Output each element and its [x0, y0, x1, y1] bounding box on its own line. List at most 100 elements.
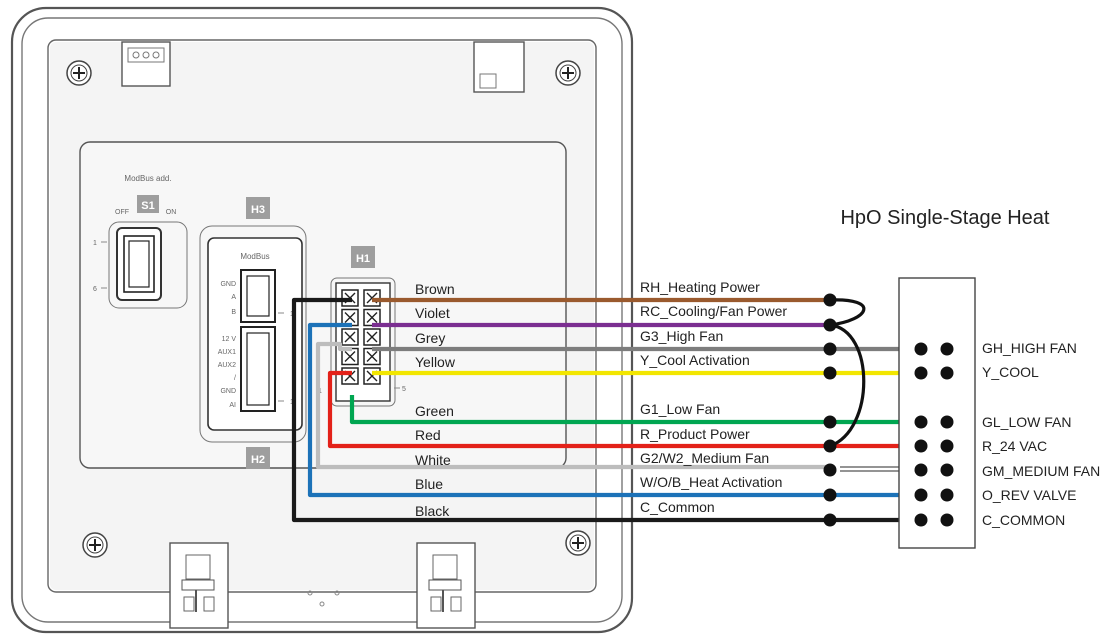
wire-end-dot [823, 415, 837, 429]
switch-off-label: OFF [115, 209, 129, 216]
screw-top-right-icon [555, 60, 581, 86]
board-terminal-dot [914, 415, 928, 429]
signal-label-wob: W/O/B_Heat Activation [640, 474, 782, 490]
wire-green [349, 395, 830, 425]
h3-pin-12v-label: 12 V [222, 336, 237, 343]
signal-label-g3: G3_High Fan [640, 328, 723, 344]
switch-pos-6-label: 6 [93, 286, 97, 293]
switch-pos-1-label: 1 [93, 240, 97, 247]
signal-label-c: C_Common [640, 499, 715, 515]
h3-pin-aux1-label: AUX1 [218, 349, 236, 356]
h1-pin-number-5: 5 [402, 386, 406, 393]
wire-end-dot [823, 513, 837, 527]
terminal-label-o-rev-valve: O_REV VALVE [982, 487, 1076, 503]
wire-color-label-white: White [415, 452, 451, 468]
wires-layer [291, 293, 920, 527]
h3-pin-gnd2-label: GND [220, 388, 236, 395]
screw-bottom-right-icon [565, 530, 591, 556]
wire-end-dot [823, 366, 837, 380]
h3-pin-b-label: B [231, 309, 236, 316]
terminal-label-gl-low-fan: GL_LOW FAN [982, 414, 1071, 430]
board-terminal-dot [914, 463, 928, 477]
board-terminal-dot [940, 488, 954, 502]
h3-header-label: H3 [251, 204, 265, 216]
signal-label-y: Y_Cool Activation [640, 352, 750, 368]
diagram-title: HpO Single-Stage Heat [840, 207, 1049, 229]
terminal-label-c-common: C_COMMON [982, 512, 1065, 528]
h3-pin-a-label: A [231, 294, 236, 301]
signal-label-rc: RC_Cooling/Fan Power [640, 303, 787, 319]
board-terminal-dot [940, 342, 954, 356]
h1-terminal-screw-icon [344, 312, 356, 323]
s1-switch-block: ModBus add. S1 OFF ON 1 6 [93, 174, 188, 309]
thermostat-back-plate: ModBus add. S1 OFF ON 1 6 H3 ModBus GND [10, 6, 634, 634]
signal-label-g1: G1_Low Fan [640, 401, 720, 417]
h1-terminal-screw-icon [344, 331, 356, 343]
wire-color-label-yellow: Yellow [415, 354, 456, 370]
wire-color-label-brown: Brown [415, 281, 455, 297]
screw-bottom-left-icon [82, 532, 108, 558]
jumper-rc-r [829, 323, 866, 448]
wire-black [291, 297, 830, 523]
board-terminal-dot [940, 463, 954, 477]
h3-pin-gnd-label: GND [220, 281, 236, 288]
h2-header-label: H2 [251, 454, 265, 466]
wire-end-dot [823, 439, 837, 453]
bottom-latch-left [169, 542, 229, 629]
h1-terminal-screw-icon [366, 331, 378, 343]
terminal-label-r-24-vac: R_24 VAC [982, 438, 1047, 454]
wire-end-dot [823, 293, 837, 307]
h3-pin-aux2-label: AUX2 [218, 362, 236, 369]
h1-header-label: H1 [356, 253, 370, 265]
s1-header-label: S1 [141, 200, 154, 212]
board-terminal-dot [914, 342, 928, 356]
switch-on-label: ON [166, 209, 177, 216]
top-clip-right [473, 41, 525, 93]
board-terminal-dot [940, 415, 954, 429]
h1-terminal-screw-icon [366, 351, 378, 362]
h3-pin-slash-label: / [234, 375, 236, 382]
wire-blue [307, 322, 830, 498]
board-terminal-dot [940, 513, 954, 527]
equipment-terminal-board: HpO Single-Stage Heat GH_HIGH FAN Y_COOL… [840, 207, 1100, 549]
h1-terminal-block: H1 1 5 [318, 246, 406, 407]
h3-pin-ai-label: AI [229, 402, 236, 409]
s1-header-badge [137, 195, 159, 213]
wire-red [327, 370, 830, 449]
wire-color-label-green: Green [415, 403, 454, 419]
wire-color-label-violet: Violet [415, 305, 450, 321]
wire-color-label-blue: Blue [415, 476, 443, 492]
wire-color-labels: Brown Violet Grey Yellow Green Red White… [415, 281, 456, 519]
wire-white-base [315, 341, 830, 470]
top-clip-left [121, 41, 171, 87]
wire-color-label-grey: Grey [415, 330, 445, 346]
signal-label-r: R_Product Power [640, 426, 750, 442]
screw-top-left-icon [66, 60, 92, 86]
signal-label-g2w2: G2/W2_Medium Fan [640, 450, 769, 466]
board-terminal-dot [914, 366, 928, 380]
wire-color-label-red: Red [415, 427, 441, 443]
h1-header-badge [351, 246, 375, 268]
wire-end-dot [823, 463, 837, 477]
terminal-label-gh-high-fan: GH_HIGH FAN [982, 340, 1077, 356]
jumper-rh-rc [829, 298, 866, 327]
board-terminal-dot [940, 439, 954, 453]
wire-end-dot [823, 488, 837, 502]
board-terminal-dot [914, 439, 928, 453]
wire-end-dot [823, 318, 837, 332]
bottom-latch-right [416, 542, 476, 629]
h2-header-badge [246, 447, 270, 469]
h1-terminal-screw-icon [366, 312, 378, 323]
h1-terminal-screw-icon [344, 351, 356, 362]
wire-color-label-black: Black [415, 503, 450, 519]
wire-signal-labels: RH_Heating Power RC_Cooling/Fan Power G3… [640, 279, 787, 515]
wire-end-dot [823, 342, 837, 356]
h3-header-badge [246, 197, 270, 219]
board-terminal-dot [914, 513, 928, 527]
terminal-label-gm-medium-fan: GM_MEDIUM FAN [982, 463, 1100, 479]
board-terminal-dot [940, 366, 954, 380]
terminal-label-y-cool: Y_COOL [982, 364, 1039, 380]
board-terminal-dot [914, 488, 928, 502]
signal-label-rh: RH_Heating Power [640, 279, 760, 295]
